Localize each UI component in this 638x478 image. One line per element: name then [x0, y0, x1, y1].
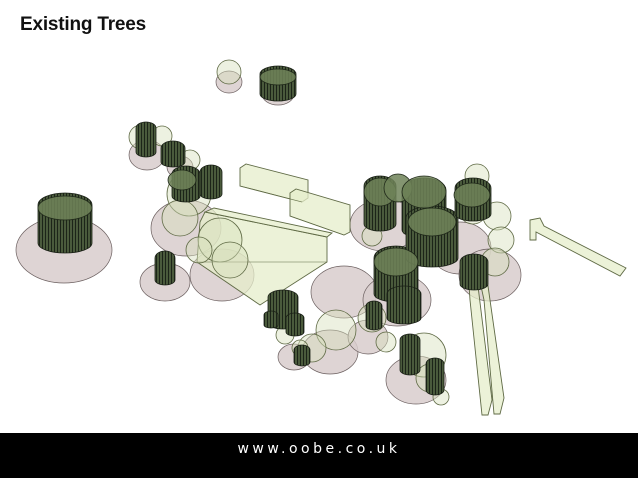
- existing-trees-illustration: [15, 59, 627, 416]
- footer-bar: www.oobe.co.uk: [0, 433, 638, 478]
- footer-website-url[interactable]: www.oobe.co.uk: [237, 441, 401, 457]
- slide-title: Existing Trees: [20, 14, 147, 35]
